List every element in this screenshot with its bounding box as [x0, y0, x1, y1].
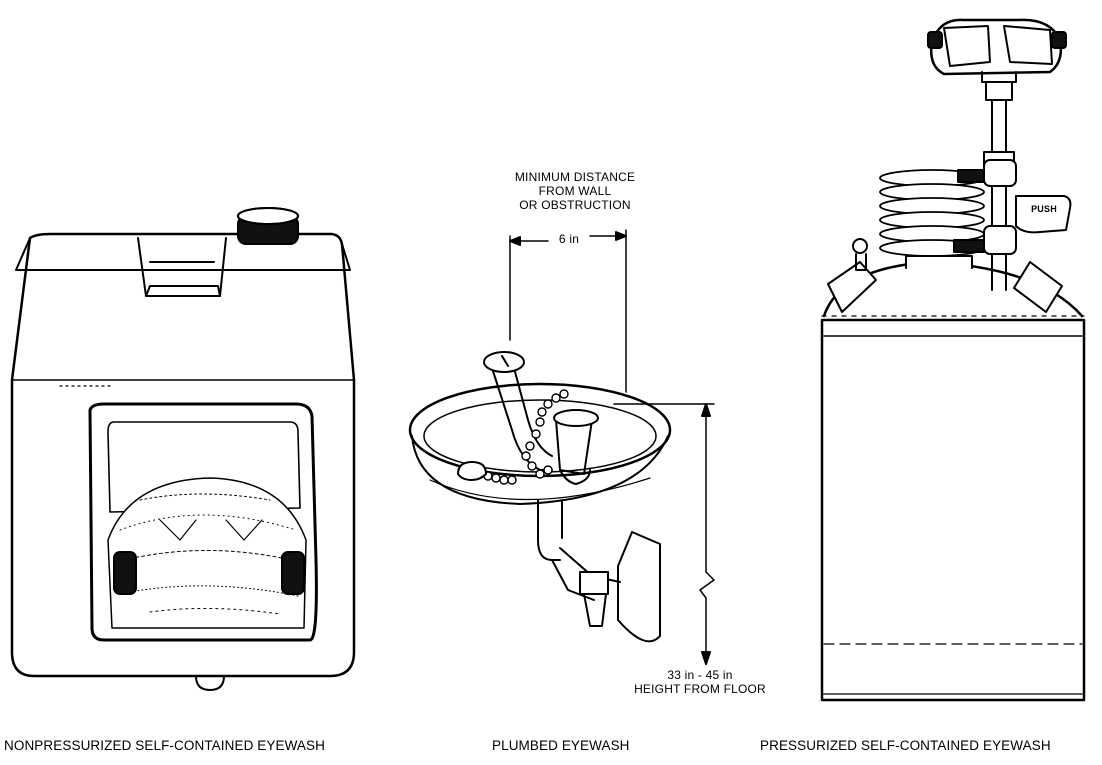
min-distance-label: MINIMUM DISTANCE FROM WALL OR OBSTRUCTIO… — [500, 170, 650, 212]
eyewash-pad-icon — [108, 478, 306, 628]
height-caption: HEIGHT FROM FLOOR — [616, 682, 784, 696]
height-label: 33 in - 45 in HEIGHT FROM FLOOR — [616, 668, 784, 696]
caption-plumbed: PLUMBED EYEWASH — [492, 738, 630, 753]
eyewash-head-icon — [928, 20, 1066, 82]
caption-pressurized: PRESSURIZED SELF-CONTAINED EYEWASH — [760, 738, 1051, 753]
caption-nonpressurized: NONPRESSURIZED SELF-CONTAINED EYEWASH — [4, 738, 325, 753]
fill-cap-icon — [238, 208, 298, 244]
min-distance-line-1: MINIMUM DISTANCE — [500, 170, 650, 184]
min-distance-line-2: FROM WALL — [500, 184, 650, 198]
nonpressurized-eyewash-unit — [12, 208, 354, 690]
min-distance-line-3: OR OBSTRUCTION — [500, 198, 650, 212]
distance-value-label: 6 in — [548, 232, 590, 246]
height-value: 33 in - 45 in — [616, 668, 784, 682]
plumbed-eyewash-bowl — [410, 230, 714, 664]
pressurized-eyewash-tank — [822, 20, 1084, 700]
push-label: PUSH — [1020, 202, 1068, 216]
